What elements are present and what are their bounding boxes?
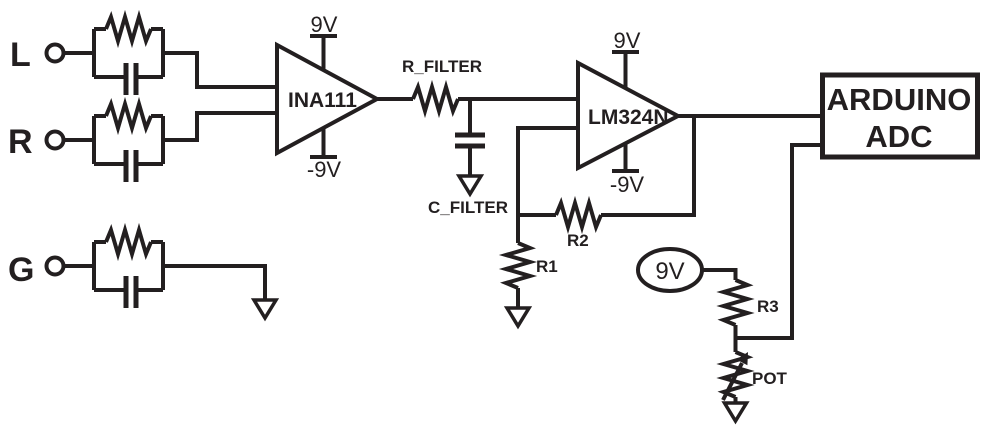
g-resistor-icon	[104, 222, 153, 262]
c-filter-label: C_FILTER	[428, 198, 508, 217]
l-input-terminal	[44, 42, 66, 64]
wire	[163, 111, 277, 142]
r3-label: R3	[757, 297, 779, 316]
g-ground-icon	[250, 298, 280, 322]
r1-resistor-icon	[498, 241, 538, 290]
g-input-terminal	[44, 255, 66, 277]
wire	[163, 264, 267, 300]
wire	[735, 143, 822, 340]
lm324n-vpos-rail	[612, 50, 639, 89]
r-capacitor-icon	[123, 150, 139, 182]
r1-ground-icon	[503, 306, 533, 330]
ina111-opamp	[275, 41, 382, 157]
l-input-label: L	[10, 36, 31, 74]
r-rc-box-wires	[92, 114, 165, 166]
ina111-vpos-rail	[310, 34, 337, 71]
r-input-label: R	[8, 123, 33, 161]
c-filter-capacitor-icon	[455, 132, 485, 149]
pot-label: POT	[752, 369, 788, 388]
r1-label: R1	[536, 257, 558, 276]
arduino-adc-label-line2: ADC	[865, 119, 932, 154]
r-rc-network	[92, 96, 165, 182]
ina111-label: INA111	[288, 89, 357, 112]
r-input-terminal	[44, 129, 66, 151]
r-filter-resistor-icon	[411, 79, 460, 119]
l-rc-box-wires	[92, 27, 165, 79]
r3-resistor-icon	[716, 278, 755, 327]
wire	[601, 116, 696, 217]
r-filter-label: R_FILTER	[402, 57, 482, 76]
r-resistor-icon	[104, 96, 153, 136]
wire	[516, 126, 578, 243]
battery-9v	[636, 247, 704, 293]
l-resistor-icon	[104, 9, 153, 49]
c-filter-ground-icon	[455, 174, 485, 198]
battery-9v-label: 9V	[655, 258, 684, 285]
g-rc-box-wires	[92, 240, 165, 292]
lm324n-opamp	[576, 59, 683, 172]
l-capacitor-icon	[123, 63, 139, 95]
wire	[702, 268, 738, 280]
ina111-vpos-label: 9V	[311, 12, 338, 37]
l-rc-network	[92, 9, 165, 95]
g-rc-network	[92, 222, 165, 308]
ina111-vneg-label: -9V	[307, 157, 342, 182]
lm324n-vpos-label: 9V	[614, 28, 641, 53]
r2-resistor-icon	[554, 195, 603, 235]
lm324n-vneg-rail	[612, 142, 639, 173]
pot-wiper-arrow-icon	[721, 352, 748, 401]
pot-ground-icon	[721, 401, 750, 425]
lm324n-label: LM324N	[588, 106, 669, 129]
ina111-vneg-rail	[310, 127, 337, 159]
g-capacitor-icon	[123, 276, 139, 308]
g-input-label: G	[8, 251, 34, 289]
wire	[163, 51, 277, 89]
r2-label: R2	[567, 231, 589, 250]
lm324n-vneg-label: -9V	[610, 172, 645, 197]
arduino-adc-label-line1: ARDUINO	[827, 82, 972, 117]
arduino-adc-box	[820, 72, 980, 160]
